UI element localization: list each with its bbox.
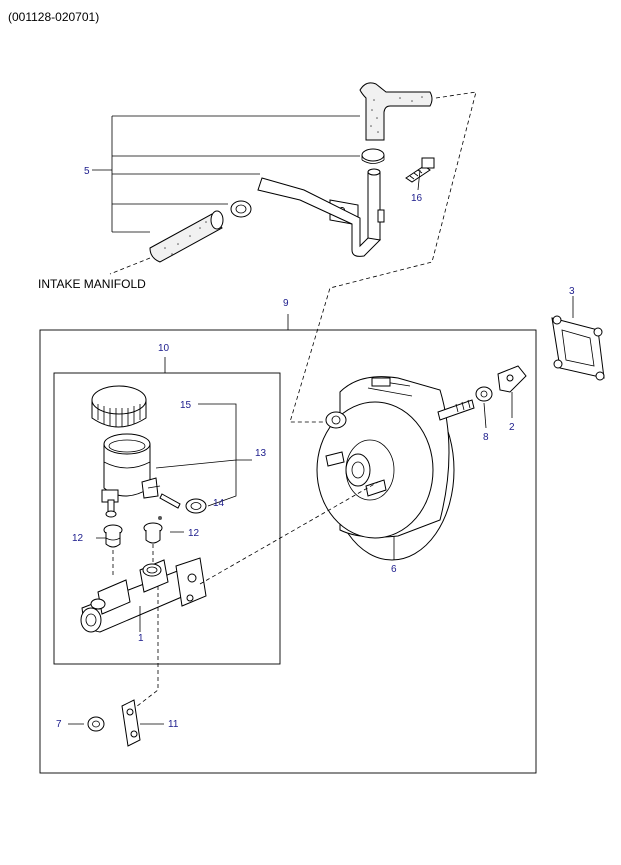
callout-8: 8 xyxy=(483,432,489,443)
reservoir-pin xyxy=(159,493,207,514)
callout-9: 9 xyxy=(283,298,289,309)
bracket-11 xyxy=(121,699,141,747)
reservoir xyxy=(101,433,161,518)
vacuum-hose-upper xyxy=(359,82,433,141)
callout-2: 2 xyxy=(509,422,515,433)
callout-6: 6 xyxy=(391,564,397,575)
hose-clamp-lower xyxy=(230,200,252,218)
callout-3: 3 xyxy=(569,286,575,297)
callout-1: 1 xyxy=(138,633,144,644)
brake-booster xyxy=(316,376,475,561)
nut-8 xyxy=(475,386,493,402)
intake-manifold-label: INTAKE MANIFOLD xyxy=(38,277,146,291)
diagram-code: (001128-020701) xyxy=(8,10,99,24)
gasket-3 xyxy=(551,296,605,381)
hose-clamp-upper xyxy=(361,148,385,162)
vacuum-pipe-main xyxy=(257,177,382,257)
callout-13: 13 xyxy=(255,448,267,459)
callout-15: 15 xyxy=(180,400,192,411)
callout-12-right: 12 xyxy=(188,528,200,539)
master-cylinder xyxy=(80,557,207,633)
vacuum-hose-lower xyxy=(149,213,223,263)
master-cylinder-assembly-frame xyxy=(53,372,281,665)
vacuum-hose-assembly xyxy=(92,82,477,423)
vacuum-pipe-vertical xyxy=(367,171,381,241)
nut-7 xyxy=(87,716,105,732)
reservoir-cap xyxy=(91,385,147,428)
callout-10: 10 xyxy=(158,343,170,354)
callout-14: 14 xyxy=(213,498,225,509)
booster-front-face xyxy=(316,401,434,539)
callout-12-left: 12 xyxy=(72,533,84,544)
callout-7: 7 xyxy=(56,719,62,730)
callout-16: 16 xyxy=(411,193,423,204)
callout-11: 11 xyxy=(168,719,179,730)
grommet-12-right xyxy=(143,516,163,544)
callout-5: 5 xyxy=(84,166,90,177)
grommet-12-left xyxy=(103,524,123,548)
